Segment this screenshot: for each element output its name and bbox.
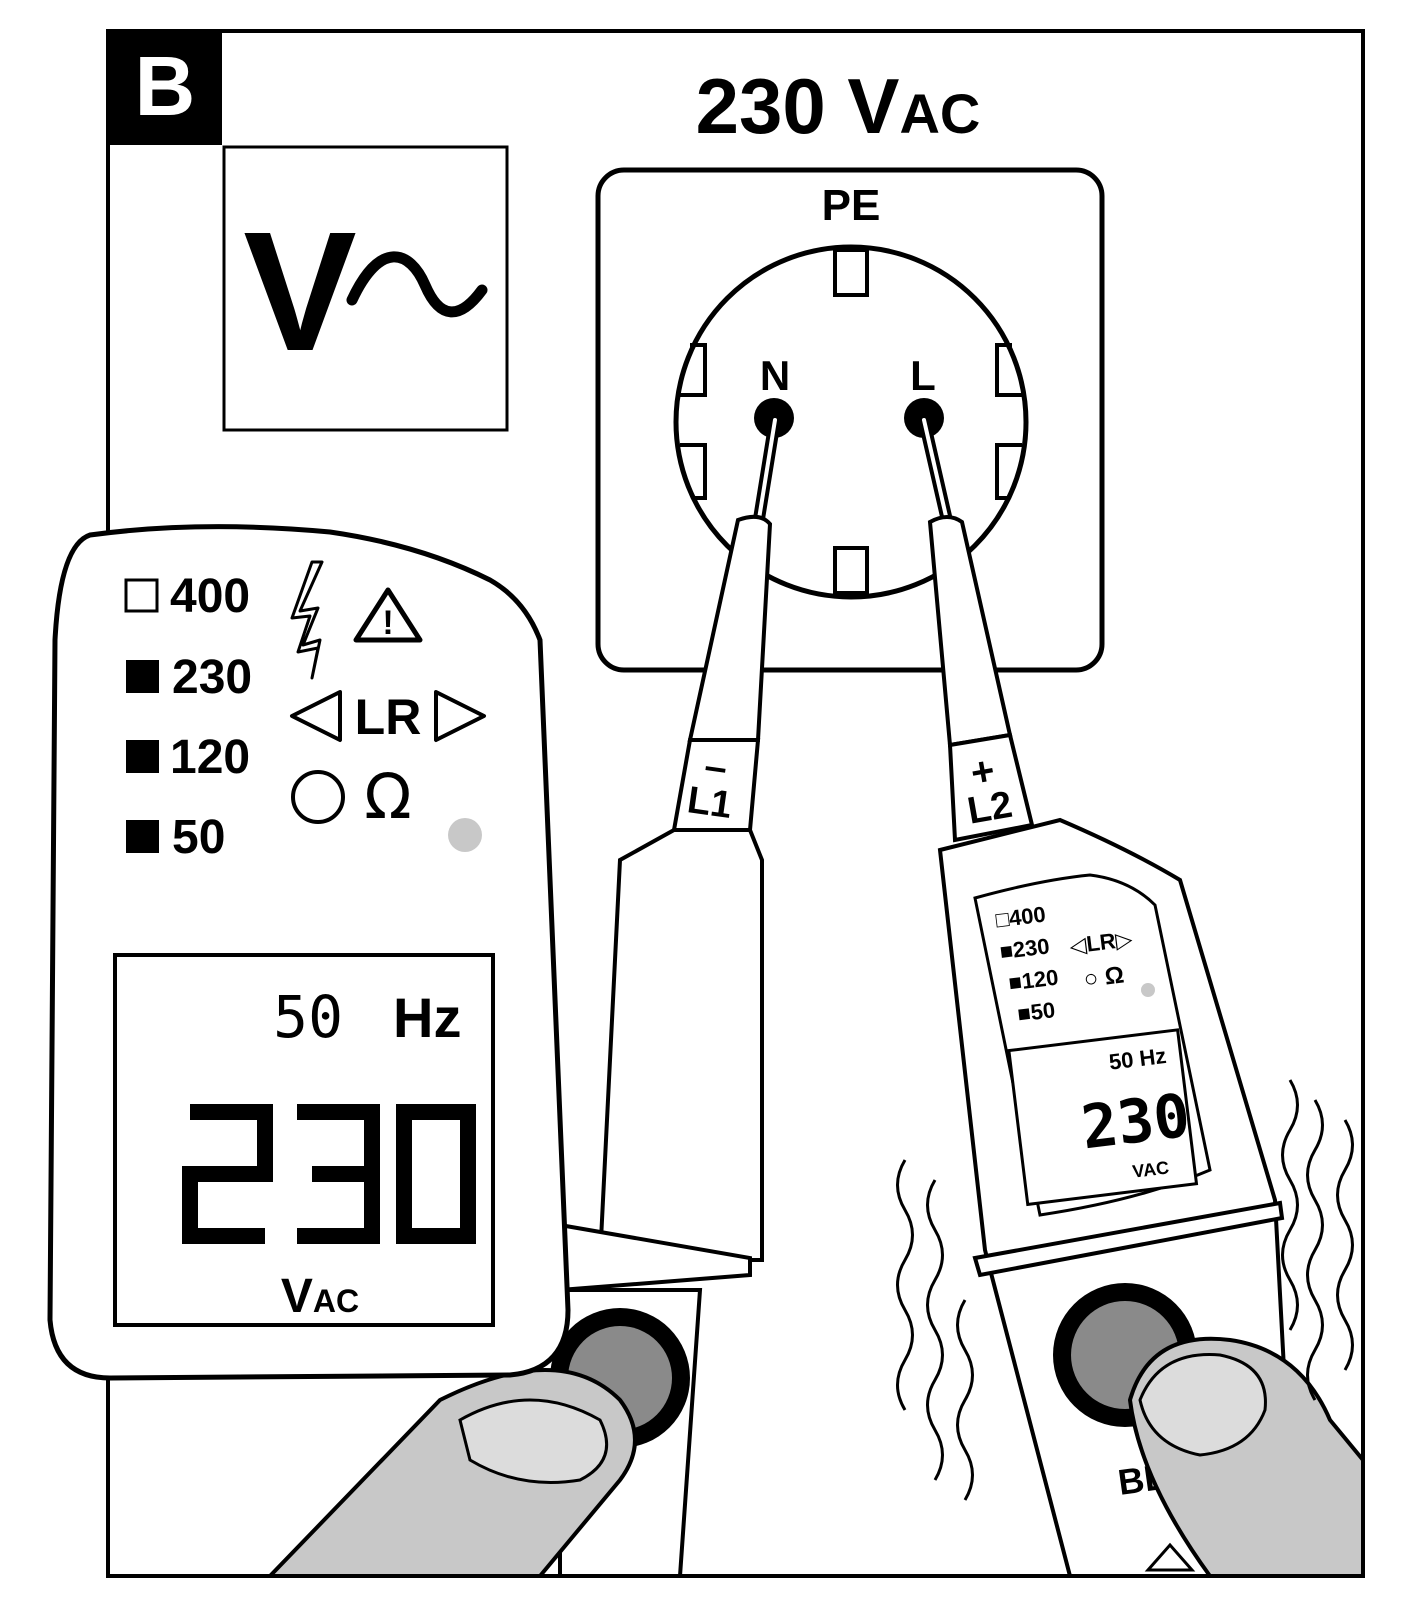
probe-left-body [687,514,773,742]
led-120-label: 120 [170,731,250,784]
mode-symbol-box [222,145,509,432]
socket-outlet [673,244,1029,600]
ac-wave-icon [346,251,488,318]
lcd-unit-sub: AC [313,1283,359,1319]
panel-letter-tab [108,31,222,145]
probe-left: – L1 [550,414,781,1578]
lcd-frequency-value: 50 [273,983,343,1051]
socket-key-left [680,343,707,500]
svg-text:230: 230 [1078,1081,1194,1164]
voltage-title-sub: AC [899,82,980,145]
svg-text:VAC: VAC [1131,1157,1170,1181]
svg-text:!: ! [382,604,393,642]
led-120-box [126,740,159,773]
lcd-unit-main: V [281,1270,313,1323]
status-led [448,818,482,852]
rotation-right-icon [434,690,486,742]
lcd-digit-0 [396,1104,476,1244]
svg-text:■50: ■50 [1016,997,1057,1026]
rotation-left-icon [290,690,342,742]
socket-n-label: N [760,352,790,399]
lcd-display [113,953,495,1327]
led-230-box [126,660,159,693]
ohm-symbol: Ω [364,760,411,833]
earth-clip-top [833,248,869,297]
voltage-title: 230 VAC [696,62,981,150]
tester-small-led [1141,983,1155,997]
led-list: 400 230 120 50 [124,570,252,864]
socket-pe-label: PE [822,181,881,230]
led-400-box [124,578,159,613]
probe-right-label: L2 [964,784,1015,833]
led-50-box [126,820,159,853]
voltage-title-main: 230 V [696,62,900,150]
svg-text:■120: ■120 [1007,965,1060,996]
lcd-unit: VAC [281,1270,359,1323]
earth-clip-bottom [833,546,869,595]
mode-symbol-v: V [243,197,356,387]
led-230-label: 230 [172,651,252,704]
svg-text:■230: ■230 [998,933,1051,964]
socket-key-right [995,343,1022,500]
socket-l-label: L [910,352,936,399]
lcd-digit-3 [297,1104,380,1244]
panel-letter: B [135,39,196,133]
probe-right-body [927,515,1013,748]
lcd-frequency-unit: Hz [393,986,461,1049]
svg-text:□400: □400 [994,902,1047,933]
warning-icon [353,587,423,643]
vibration-lines [896,1079,1354,1501]
continuity-indicator [291,770,345,824]
rotation-label: LR [355,689,422,745]
lcd-digit-2 [182,1104,273,1244]
lightning-icon [290,560,324,680]
led-50-label: 50 [172,811,225,864]
tester-small-lcd [1007,1028,1199,1207]
lcd-reading [182,1104,476,1244]
probe-left-label: L1 [685,779,735,827]
svg-text:○ Ω: ○ Ω [1082,961,1125,993]
tester-small-labels: □400 ■230 ■120 ■50 ◁LR▷ ○ Ω 50 Hz 230 VA… [994,902,1194,1182]
led-400-label: 400 [170,570,250,623]
approval-mark-icon [1144,1542,1196,1572]
